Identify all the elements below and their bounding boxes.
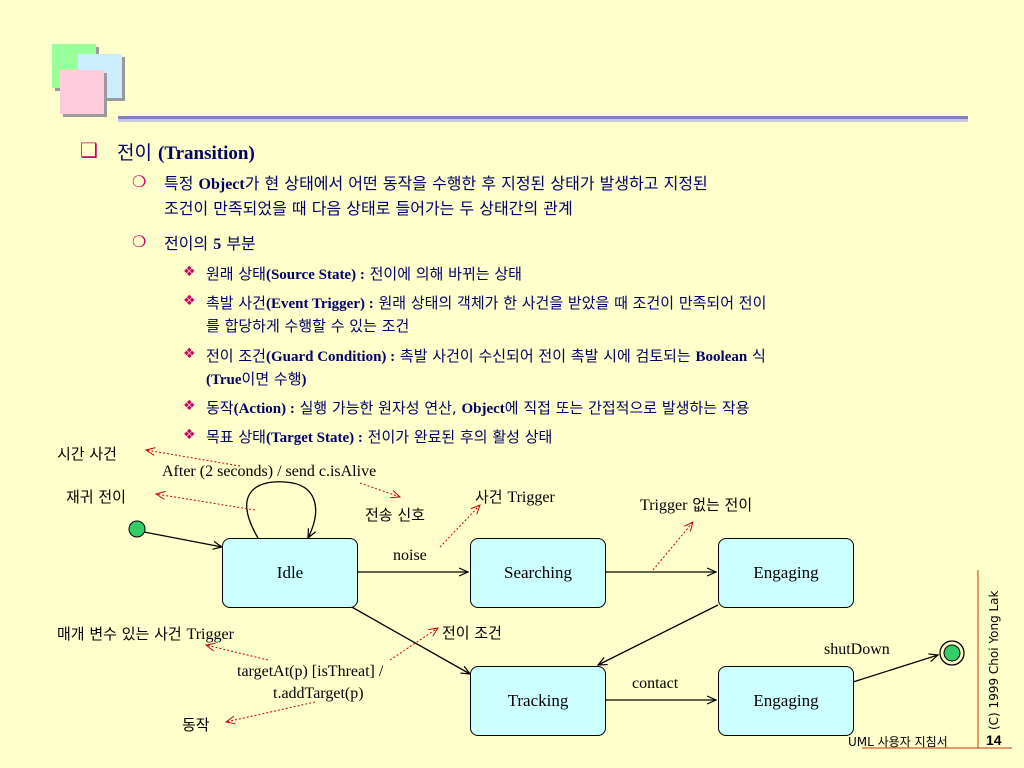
page-number: 14 [986,732,1002,748]
diamond-bullet-icon: ❖ [183,427,196,443]
idle-to-tracking [349,605,470,674]
state-engaging-top[interactable]: Engaging [718,538,854,608]
diamond-bullet-icon: ❖ [183,293,196,309]
section-heading: 전이 (Transition) [117,142,255,164]
circle-bullet-icon: ❍ [132,232,147,251]
bullet-definition: 특정 Object가 현 상태에서 어떤 동작을 수행한 후 지정된 상태가 발… [164,174,708,218]
diamond-bullet-icon: ❖ [183,346,196,362]
engaging-to-final [852,655,938,683]
label-event-trigger: 사건 Trigger [475,488,555,506]
state-tracking[interactable]: Tracking [470,666,606,736]
state-engaging-bottom[interactable]: Engaging [718,666,854,736]
bullet-five-parts: 전이의 5 부분 [164,234,256,253]
label-add-target: t.addTarget(p) [273,685,364,702]
label-param-event-trigger: 매개 변수 있는 사건 Trigger [57,625,234,643]
engaging-to-tracking [598,604,719,665]
label-after-event: After (2 seconds) / send c.isAlive [162,463,377,480]
square-bullet-icon: ❑ [80,138,98,162]
title-rule [118,116,968,119]
final-state-inner [943,644,961,662]
sub-bullet-event-trigger: 촉발 사건(Event Trigger) : 원래 상태의 객체가 한 사건을 … [206,294,767,335]
copyright-vertical: (C) 1999 Choi Yong Lak [987,590,1001,731]
sub-bullet-guard-condition: 전이 조건(Guard Condition) : 촉발 사건이 수신되어 전이 … [206,347,766,388]
initial-state-node [128,520,146,538]
label-contact: contact [632,675,679,692]
state-searching[interactable]: Searching [470,538,606,608]
circle-bullet-icon: ❍ [132,172,147,191]
deco-square-pink [60,70,104,114]
label-time-event: 시간 사건 [57,445,117,463]
label-recursive-transition: 재귀 전이 [66,488,126,506]
footer-guide-title: UML 사용자 지침서 [848,735,948,749]
sub-bullet-target-state: 목표 상태(Target State) : 전이가 완료된 후의 활성 상태 [206,428,553,446]
self-transition [246,481,317,538]
label-shutdown: shutDown [824,641,890,658]
label-action: 동작 [182,716,210,734]
label-guard-condition: 전이 조건 [442,624,502,642]
label-send-signal: 전송 신호 [365,506,425,524]
sub-bullet-source-state: 원래 상태(Source State) : 전이에 의해 바뀌는 상태 [206,265,522,283]
diamond-bullet-icon: ❖ [183,398,196,414]
sub-bullet-action: 동작(Action) : 실행 가능한 원자성 연산, Object에 직접 또… [206,399,750,417]
label-target-at: targetAt(p) [isThreat] / [237,663,384,680]
final-state-outer [939,640,965,666]
diamond-bullet-icon: ❖ [183,264,196,280]
initial-to-idle [143,531,222,547]
state-idle[interactable]: Idle [222,538,358,608]
label-noise: noise [393,547,427,564]
label-no-trigger-transition: Trigger 없는 전이 [640,496,753,514]
